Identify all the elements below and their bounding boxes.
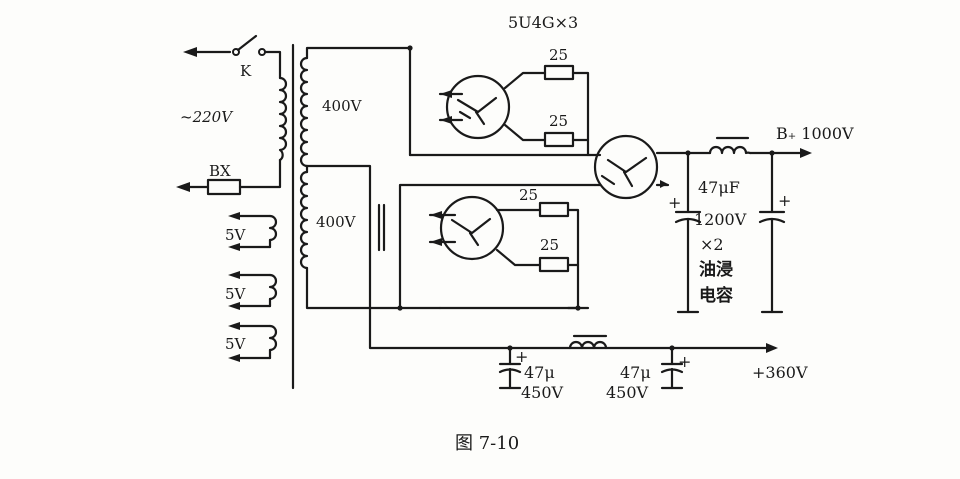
small-capacitor-2 [660,346,684,390]
filter-choke-low [568,340,608,350]
tube-type-label: 5U4G×3 [508,13,578,32]
out-360-label: +360V [752,363,808,382]
cap-small-1-voltage: 450V [521,383,564,402]
mains-voltage-label: ~220V [180,108,234,126]
cap-main-2-polarity: + [778,191,791,210]
resistor-1-label: 25 [549,46,568,64]
small-capacitor-1 [498,346,522,390]
resistor-3-label: 25 [519,186,538,204]
heater-3-label: 5V [225,335,247,353]
resistor-4 [538,256,570,273]
secondary-winding-lower [299,170,309,270]
fuse-label: BX [209,162,231,180]
cap-main-voltage: 1200V [694,210,747,229]
main-capacitor-2 [758,151,786,314]
cap-small-1-value: 47μ [524,363,555,382]
heater-winding-3 [228,322,278,362]
secondary-lower-label: 400V [316,213,357,231]
cap-small-2-voltage: 450V [606,383,649,402]
resistor-4-label: 25 [540,236,559,254]
cap-main-type-2: 电容 [699,285,733,306]
primary-winding [278,76,288,162]
cap-main-1-polarity: + [668,193,681,212]
heater-winding-1 [228,212,278,251]
rectifier-tube-1 [408,46,511,140]
rectifier-tube-2 [428,195,505,261]
secondary-winding-upper [299,56,309,168]
cap-main-count: ×2 [700,235,724,254]
cap-main-value: 47μF [698,178,740,197]
mains-input [176,34,282,196]
switch-label: K [240,62,252,80]
resistor-2 [543,131,575,148]
cap-small-2-value: 47μ [620,363,651,382]
cap-small-1-polarity: + [515,347,528,366]
rectifier-tube-3 [593,134,668,200]
secondary-upper-label: 400V [322,97,363,115]
resistor-3 [538,201,570,218]
resistor-2-label: 25 [549,112,568,130]
b-plus-label: B₊ 1000V [776,124,854,143]
heater-2-label: 5V [225,285,247,303]
heater-winding-2 [228,271,278,310]
cap-small-2-polarity: + [678,352,691,371]
figure-caption: 图 7-10 [455,433,519,454]
cap-main-type-1: 油浸 [699,259,733,280]
main-capacitor-1 [674,151,702,314]
resistor-1 [543,64,575,81]
filter-choke-main [708,145,752,155]
heater-1-label: 5V [225,226,247,244]
